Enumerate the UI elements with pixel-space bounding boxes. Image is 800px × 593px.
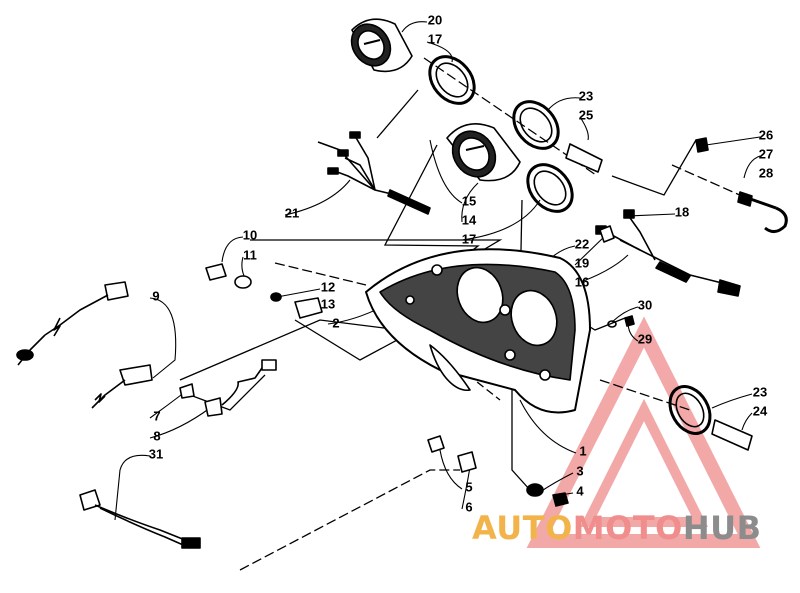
- gauge-20: [350, 18, 413, 73]
- bulb-25: [565, 143, 603, 173]
- harness-16: [595, 209, 741, 297]
- leader-lines: [179, 57, 743, 571]
- watermark-text: AUTOMOTOHUB: [472, 509, 762, 547]
- callout-c23a: 23: [579, 88, 593, 103]
- bulb-24: [711, 419, 753, 451]
- harness-9: [16, 281, 153, 409]
- washer-12: [270, 292, 282, 302]
- switch-13: [294, 297, 323, 319]
- callout-c5: 5: [465, 479, 472, 494]
- callout-c19: 19: [575, 255, 589, 270]
- callout-c22: 22: [575, 236, 589, 251]
- hook-27-28: [737, 191, 788, 233]
- callout-c18: 18: [675, 204, 689, 219]
- bulb-22: [599, 225, 615, 243]
- watermark-hub: HUB: [682, 509, 762, 547]
- callout-c3: 3: [576, 463, 583, 478]
- callout-c4: 4: [576, 483, 584, 498]
- callout-c16: 16: [575, 274, 589, 289]
- callout-c25: 25: [579, 107, 593, 122]
- callout-c29: 29: [638, 331, 652, 346]
- callout-c20: 20: [428, 12, 442, 27]
- callout-c6: 6: [465, 499, 472, 514]
- callout-c28: 28: [759, 165, 773, 180]
- screw-30: [624, 315, 635, 327]
- callout-c27: 27: [759, 146, 773, 161]
- callout-c24: 24: [753, 403, 768, 418]
- callout-c23b: 23: [753, 384, 767, 399]
- screw-5: [427, 435, 445, 453]
- watermark-triangle: [526, 316, 761, 548]
- knob-11: [234, 275, 252, 289]
- bulb-26: [695, 137, 709, 153]
- callout-c14: 14: [462, 212, 477, 227]
- washer-3: [526, 483, 544, 497]
- bezel-17-upper: [428, 55, 476, 105]
- screw-6: [457, 451, 477, 473]
- callout-c31: 31: [149, 446, 163, 461]
- nut-4: [552, 492, 569, 507]
- callout-c10: 10: [243, 227, 257, 242]
- bezel-17-lower: [526, 163, 574, 213]
- callout-c26: 26: [759, 127, 773, 142]
- callout-c13: 13: [321, 296, 335, 311]
- bulb-7: [179, 383, 195, 399]
- callout-c11: 11: [243, 247, 257, 262]
- callout-c8: 8: [153, 428, 160, 443]
- callout-c12: 12: [321, 279, 335, 294]
- callout-c2: 2: [332, 315, 339, 330]
- callout-c17a: 17: [428, 31, 442, 46]
- callout-c9: 9: [152, 288, 159, 303]
- callout-c15: 15: [462, 193, 476, 208]
- parts-drawing: [16, 18, 788, 549]
- callout-numbers: 1234567891011121314151617171819202122232…: [149, 12, 773, 514]
- console-housing: [365, 248, 591, 414]
- watermark-auto: AUTO: [472, 509, 573, 547]
- socket-8: [204, 397, 223, 417]
- gauge-15: [446, 122, 521, 182]
- bezel-23-upper: [512, 100, 560, 150]
- callout-c21: 21: [285, 205, 299, 220]
- callout-c7: 7: [153, 408, 160, 423]
- callout-c17b: 17: [462, 231, 476, 246]
- harness-21: [317, 131, 431, 215]
- washer-29: [607, 320, 617, 328]
- harness-31: [79, 489, 201, 549]
- callout-c1: 1: [579, 443, 586, 458]
- switch-10: [205, 263, 227, 281]
- callout-c30: 30: [638, 297, 652, 312]
- bezel-23-lower: [668, 385, 712, 435]
- watermark-moto: MOTO: [572, 509, 683, 547]
